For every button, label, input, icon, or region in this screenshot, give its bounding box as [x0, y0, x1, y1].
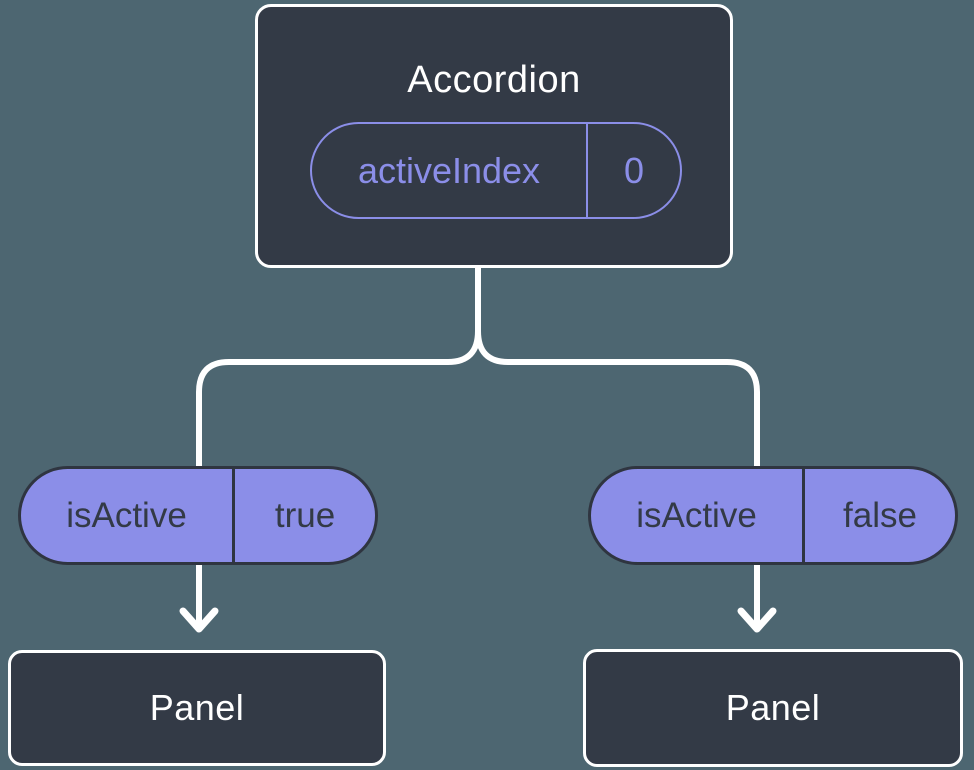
arrow-down-icon — [179, 607, 219, 633]
prop-value-label: false — [843, 495, 917, 535]
state-value-label: 0 — [623, 149, 645, 191]
state-name-label: activeIndex — [312, 124, 588, 217]
panel-node-left: Panel — [8, 650, 386, 766]
accordion-node-title: Accordion — [407, 59, 581, 101]
prop-value-label: true — [274, 495, 336, 535]
connector-left-branch — [196, 263, 481, 630]
panel-node-right: Panel — [583, 649, 963, 767]
prop-name-label: isActive — [21, 469, 235, 562]
state-pill-activeindex: activeIndex 0 — [310, 122, 682, 219]
prop-pill-isactive-true: isActive true — [18, 466, 378, 565]
prop-name-label: isActive — [591, 469, 805, 562]
connector-right-branch — [475, 263, 760, 630]
prop-pill-isactive-false: isActive false — [588, 466, 958, 565]
arrow-down-icon — [737, 607, 777, 633]
accordion-node: Accordion activeIndex 0 — [255, 4, 733, 268]
